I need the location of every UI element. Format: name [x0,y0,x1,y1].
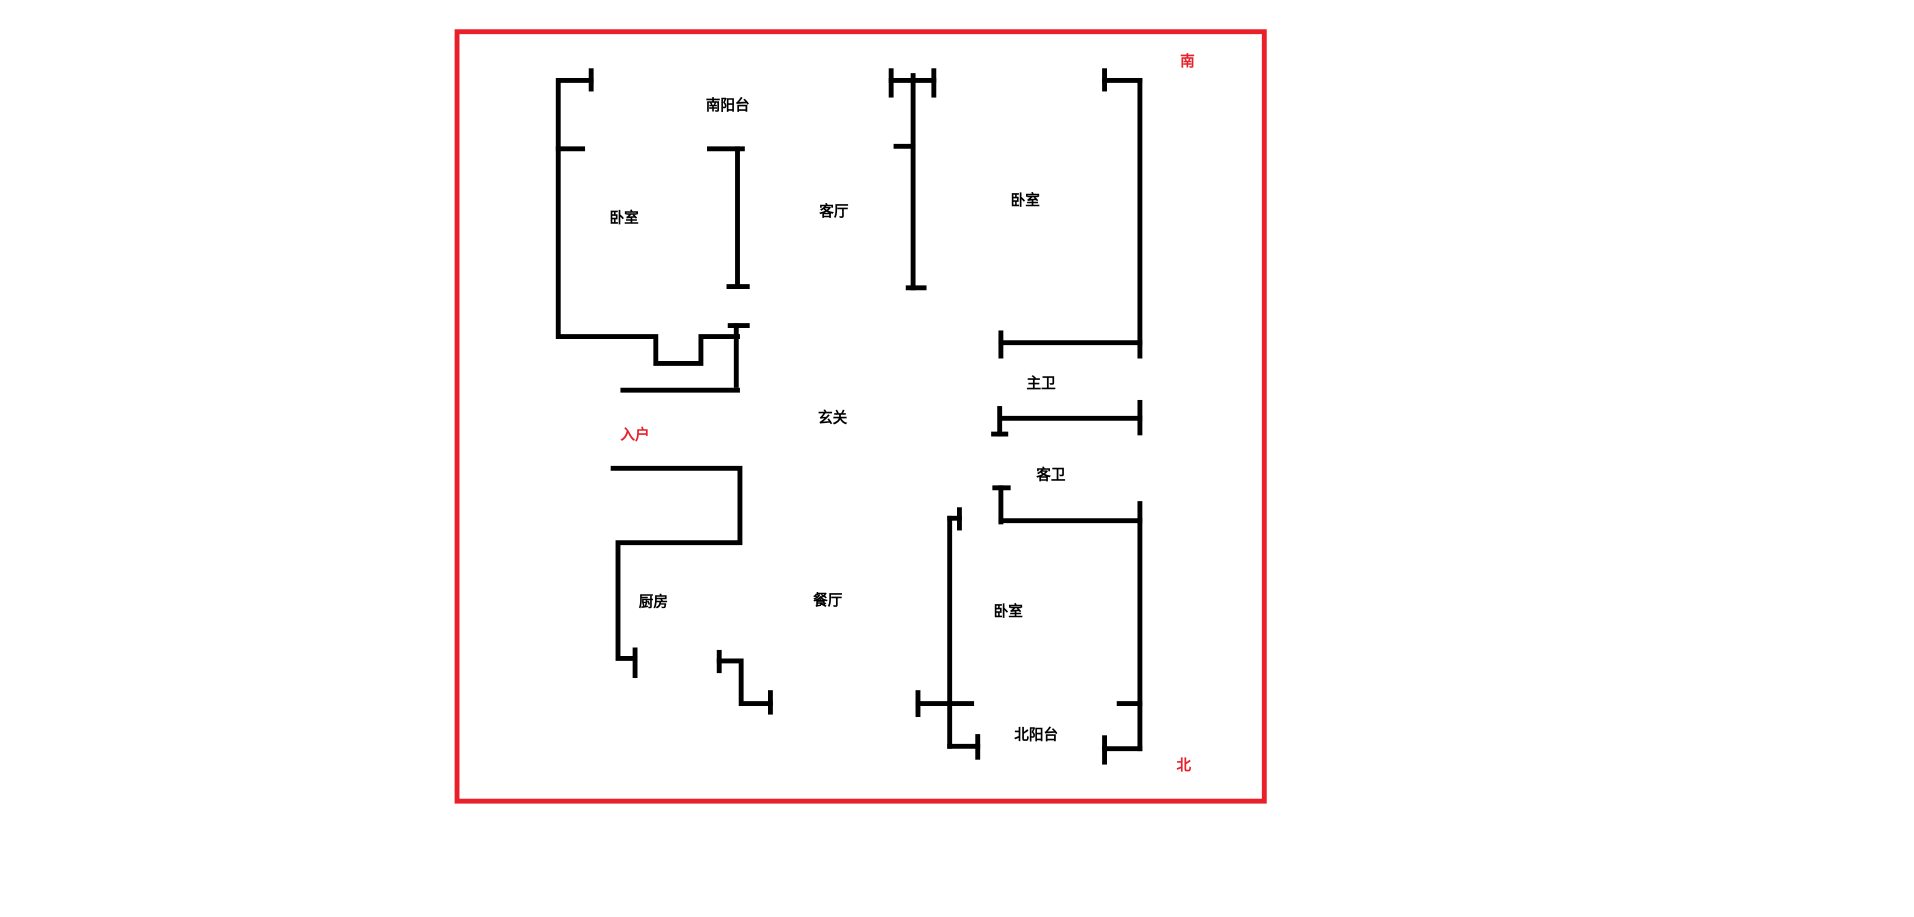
room-label-foyer: 玄关 [818,408,848,426]
room-label-living-room: 客厅 [818,202,849,220]
plan-frame [454,29,1267,804]
room-label-bedroom-nw: 卧室 [609,208,639,226]
room-label-bedroom-se: 卧室 [994,602,1024,620]
room-label-master-bath: 主卫 [1027,374,1057,392]
walls [555,68,1143,765]
room-label-bedroom-ne: 卧室 [1011,191,1041,209]
room-label-north-balcony: 北阳台 [1014,725,1058,743]
room-label-kitchen: 厨房 [639,592,668,610]
room-label-guest-bath: 客卫 [1035,466,1066,484]
compass-north-label: 北 [1176,757,1191,774]
compass-south-label: 南 [1180,52,1195,70]
room-label-dining-room: 餐厅 [813,591,843,609]
room-label-south-balcony: 南阳台 [706,96,750,114]
entrance-label: 入户 [620,425,649,443]
